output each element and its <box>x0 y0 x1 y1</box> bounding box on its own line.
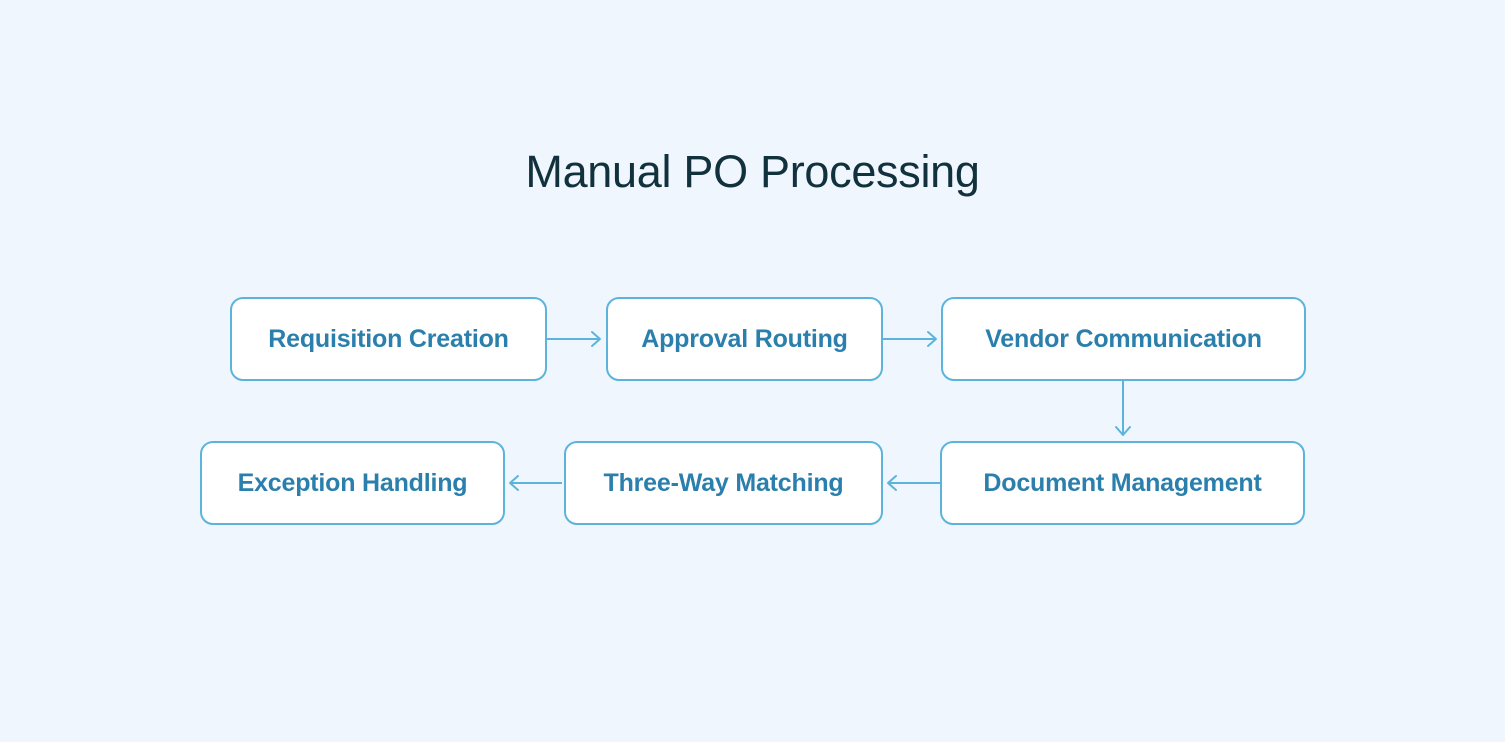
flow-node-label: Three-Way Matching <box>603 468 844 497</box>
flow-node-requisition-creation[interactable]: Requisition Creation <box>230 297 547 381</box>
edge-approval-to-vendor <box>883 325 943 353</box>
flow-node-approval-routing[interactable]: Approval Routing <box>606 297 883 381</box>
edge-document-to-matching <box>883 469 943 497</box>
flow-node-label: Vendor Communication <box>985 324 1262 353</box>
flow-node-three-way-matching[interactable]: Three-Way Matching <box>564 441 883 525</box>
flow-node-label: Requisition Creation <box>268 324 509 353</box>
flow-node-document-management[interactable]: Document Management <box>940 441 1305 525</box>
flow-node-label: Document Management <box>983 468 1262 497</box>
edge-matching-to-exception <box>505 469 565 497</box>
page-title: Manual PO Processing <box>525 146 980 197</box>
edge-vendor-to-document <box>1109 381 1137 443</box>
edge-requisition-to-approval <box>547 325 607 353</box>
flow-node-vendor-communication[interactable]: Vendor Communication <box>941 297 1306 381</box>
flow-node-label: Approval Routing <box>641 324 848 353</box>
flow-node-label: Exception Handling <box>237 468 468 497</box>
flow-node-exception-handling[interactable]: Exception Handling <box>200 441 505 525</box>
